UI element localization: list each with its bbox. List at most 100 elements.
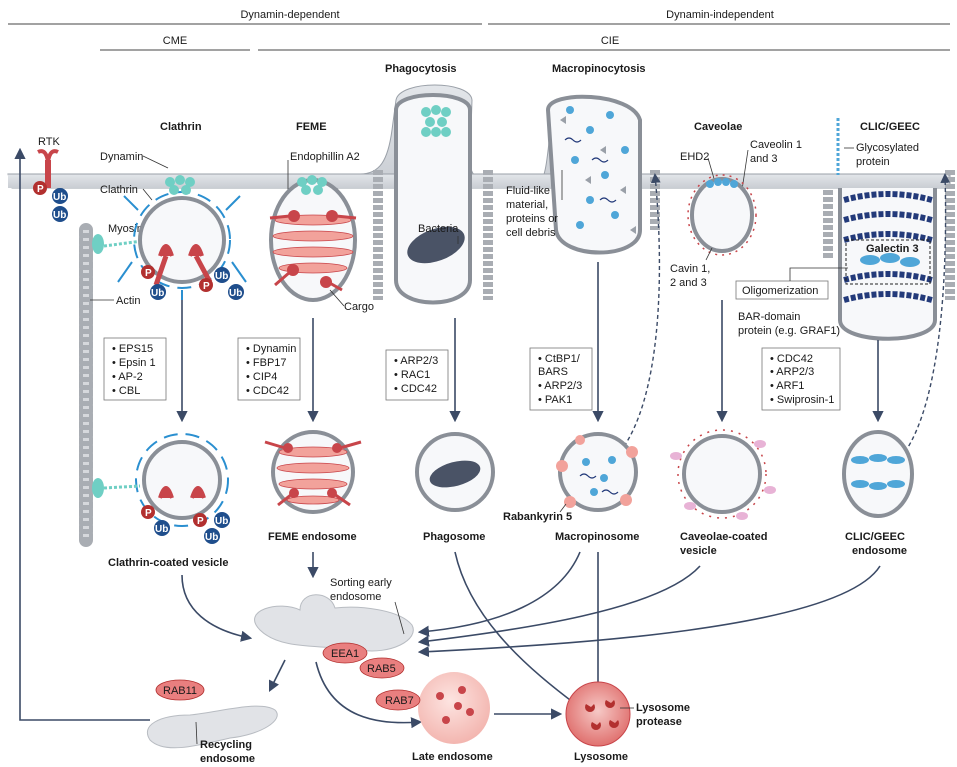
clic-tubule [823,170,955,341]
plasma-membrane [7,84,951,189]
label-caveolae-coated-1: Caveolae-coated [680,531,767,543]
label-macropinosome: Macropinosome [555,531,639,543]
clathrin-coated-vesicle: P Ub P Ub Ub [92,433,230,544]
ehd2-label: EHD2 [680,151,709,163]
label-caveolae-coated-2: vesicle [680,545,717,557]
rtk-label: RTK [38,136,60,148]
cavin-label-2: 2 and 3 [670,277,707,289]
clathrin-p-1: P [145,268,152,279]
rab5-badge [359,657,405,679]
vesicle-p-1: P [145,508,152,519]
header-dynamin-dependent: Dynamin-dependent [240,9,339,21]
eea1-badge [322,642,368,664]
clic-factor-list: • CDC42 • ARP2/3 • ARF1 • Swiprosin-1 [770,353,834,406]
lysosome [565,681,631,747]
galectin-label: Galectin 3 [866,243,919,255]
fluid-label-3: proteins or [506,213,558,225]
label-clathrin-coated-vesicle: Clathrin-coated vesicle [108,557,228,569]
actin-label: Actin [116,295,140,307]
feme-factor-box [237,337,301,401]
caveola [687,174,757,256]
rtk-ub-1: Ub [53,192,66,203]
recycling-endosome [147,705,278,749]
factor-clathrin-0: • EPS15 [112,343,153,355]
caveolae-vesicle [670,429,776,520]
bar-label-1: BAR-domain [738,311,800,323]
title-phagocytosis: Phagocytosis [385,63,457,75]
rtk-p: P [37,184,44,195]
rab7-badge [375,689,421,711]
factor-clic-1: • ARP2/3 [770,366,814,378]
clathrin-ub-1: Ub [151,288,164,299]
factor-clic-0: • CDC42 [770,353,813,365]
factor-phago-0: • ARP2/3 [394,355,438,367]
macropinocytic-cup [545,94,660,255]
fluid-label: Fluid-like material, proteins or cell de… [506,185,558,239]
fluid-label-2: material, [506,199,548,211]
cargo-label: Cargo [344,301,374,313]
phagosome [415,432,495,512]
clic-factor-box [761,347,841,411]
sorting-early-endosome [254,594,414,652]
factor-clathrin-2: • AP-2 [112,371,143,383]
header-dynamin-independent: Dynamin-independent [666,9,774,21]
clathrin-factor-box [103,337,167,401]
factor-clathrin-3: • CBL [112,385,140,397]
glyco-label-2: protein [856,156,890,168]
label-lysosome: Lysosome [574,751,628,763]
vesicle-ub-2: Ub [215,516,228,527]
label-clic-endosome-1: CLIC/GEEC [845,531,905,543]
rabankyrin-label: Rabankyrin 5 [503,511,572,523]
clathrin-factor-list: • EPS15 • Epsin 1 • AP-2 • CBL [112,343,156,397]
label-clic-endosome-2: endosome [852,545,907,557]
factor-clic-2: • ARF1 [770,380,804,392]
rtk-receptor: RTK P Ub Ub [33,136,68,222]
fluid-label-4: cell debris [506,227,556,239]
factor-feme-1: • FBP17 [246,357,287,369]
glyco-label-1: Glycosylated [856,142,919,154]
vesicle-p-2: P [197,516,204,527]
feme-pit [269,175,357,302]
factor-feme-3: • CDC42 [246,385,289,397]
feme-factor-list: • Dynamin • FBP17 • CIP4 • CDC42 [246,343,296,397]
clathrin-ub-2: Ub [215,271,228,282]
factor-feme-0: • Dynamin [246,343,296,355]
recycling-label-1: Recycling [200,739,252,751]
macro-factor-box [529,347,593,411]
sorting-label-1: Sorting early [330,577,392,589]
myosin-label: Myosin [108,223,143,235]
vesicle-ub-1: Ub [155,524,168,535]
macro-factor-list: • CtBP1/ BARS • ARP2/3 • PAK1 [538,353,582,406]
caveolin-label-2: and 3 [750,153,778,165]
fluid-label-1: Fluid-like [506,185,550,197]
rab7-label: RAB7 [385,695,414,707]
header-cme: CME [163,35,187,47]
rtk-ub-2: Ub [53,210,66,221]
myosin [92,234,151,254]
clic-geec-endosome [842,430,914,518]
recycling-label-2: endosome [200,753,255,765]
factor-phago-1: • RAC1 [394,369,430,381]
factor-macro-3: • PAK1 [538,394,572,406]
title-caveolae: Caveolae [694,121,742,133]
label-late-endosome: Late endosome [412,751,493,763]
macropinosome [556,432,638,512]
bar-label-2: protein (e.g. GRAF1) [738,325,840,337]
factor-clic-3: • Swiprosin-1 [770,394,834,406]
label-phagosome: Phagosome [423,531,485,543]
bacteria-label: Bacteria [418,223,459,235]
clathrin-p-2: P [203,281,210,292]
caveolin-label-1: Caveolin 1 [750,139,802,151]
eea1-label: EEA1 [331,648,359,660]
vesicle-ub-3: Ub [205,532,218,543]
factor-clathrin-1: • Epsin 1 [112,357,156,369]
phagocytic-cup [373,93,493,305]
oligomerization-box [735,280,829,300]
rab11-badge [155,679,205,701]
recycling-arrow [14,147,150,721]
header: Dynamin-dependent Dynamin-independent CM… [8,9,950,51]
rab5-label: RAB5 [367,663,396,675]
feme-endosome [264,430,362,514]
